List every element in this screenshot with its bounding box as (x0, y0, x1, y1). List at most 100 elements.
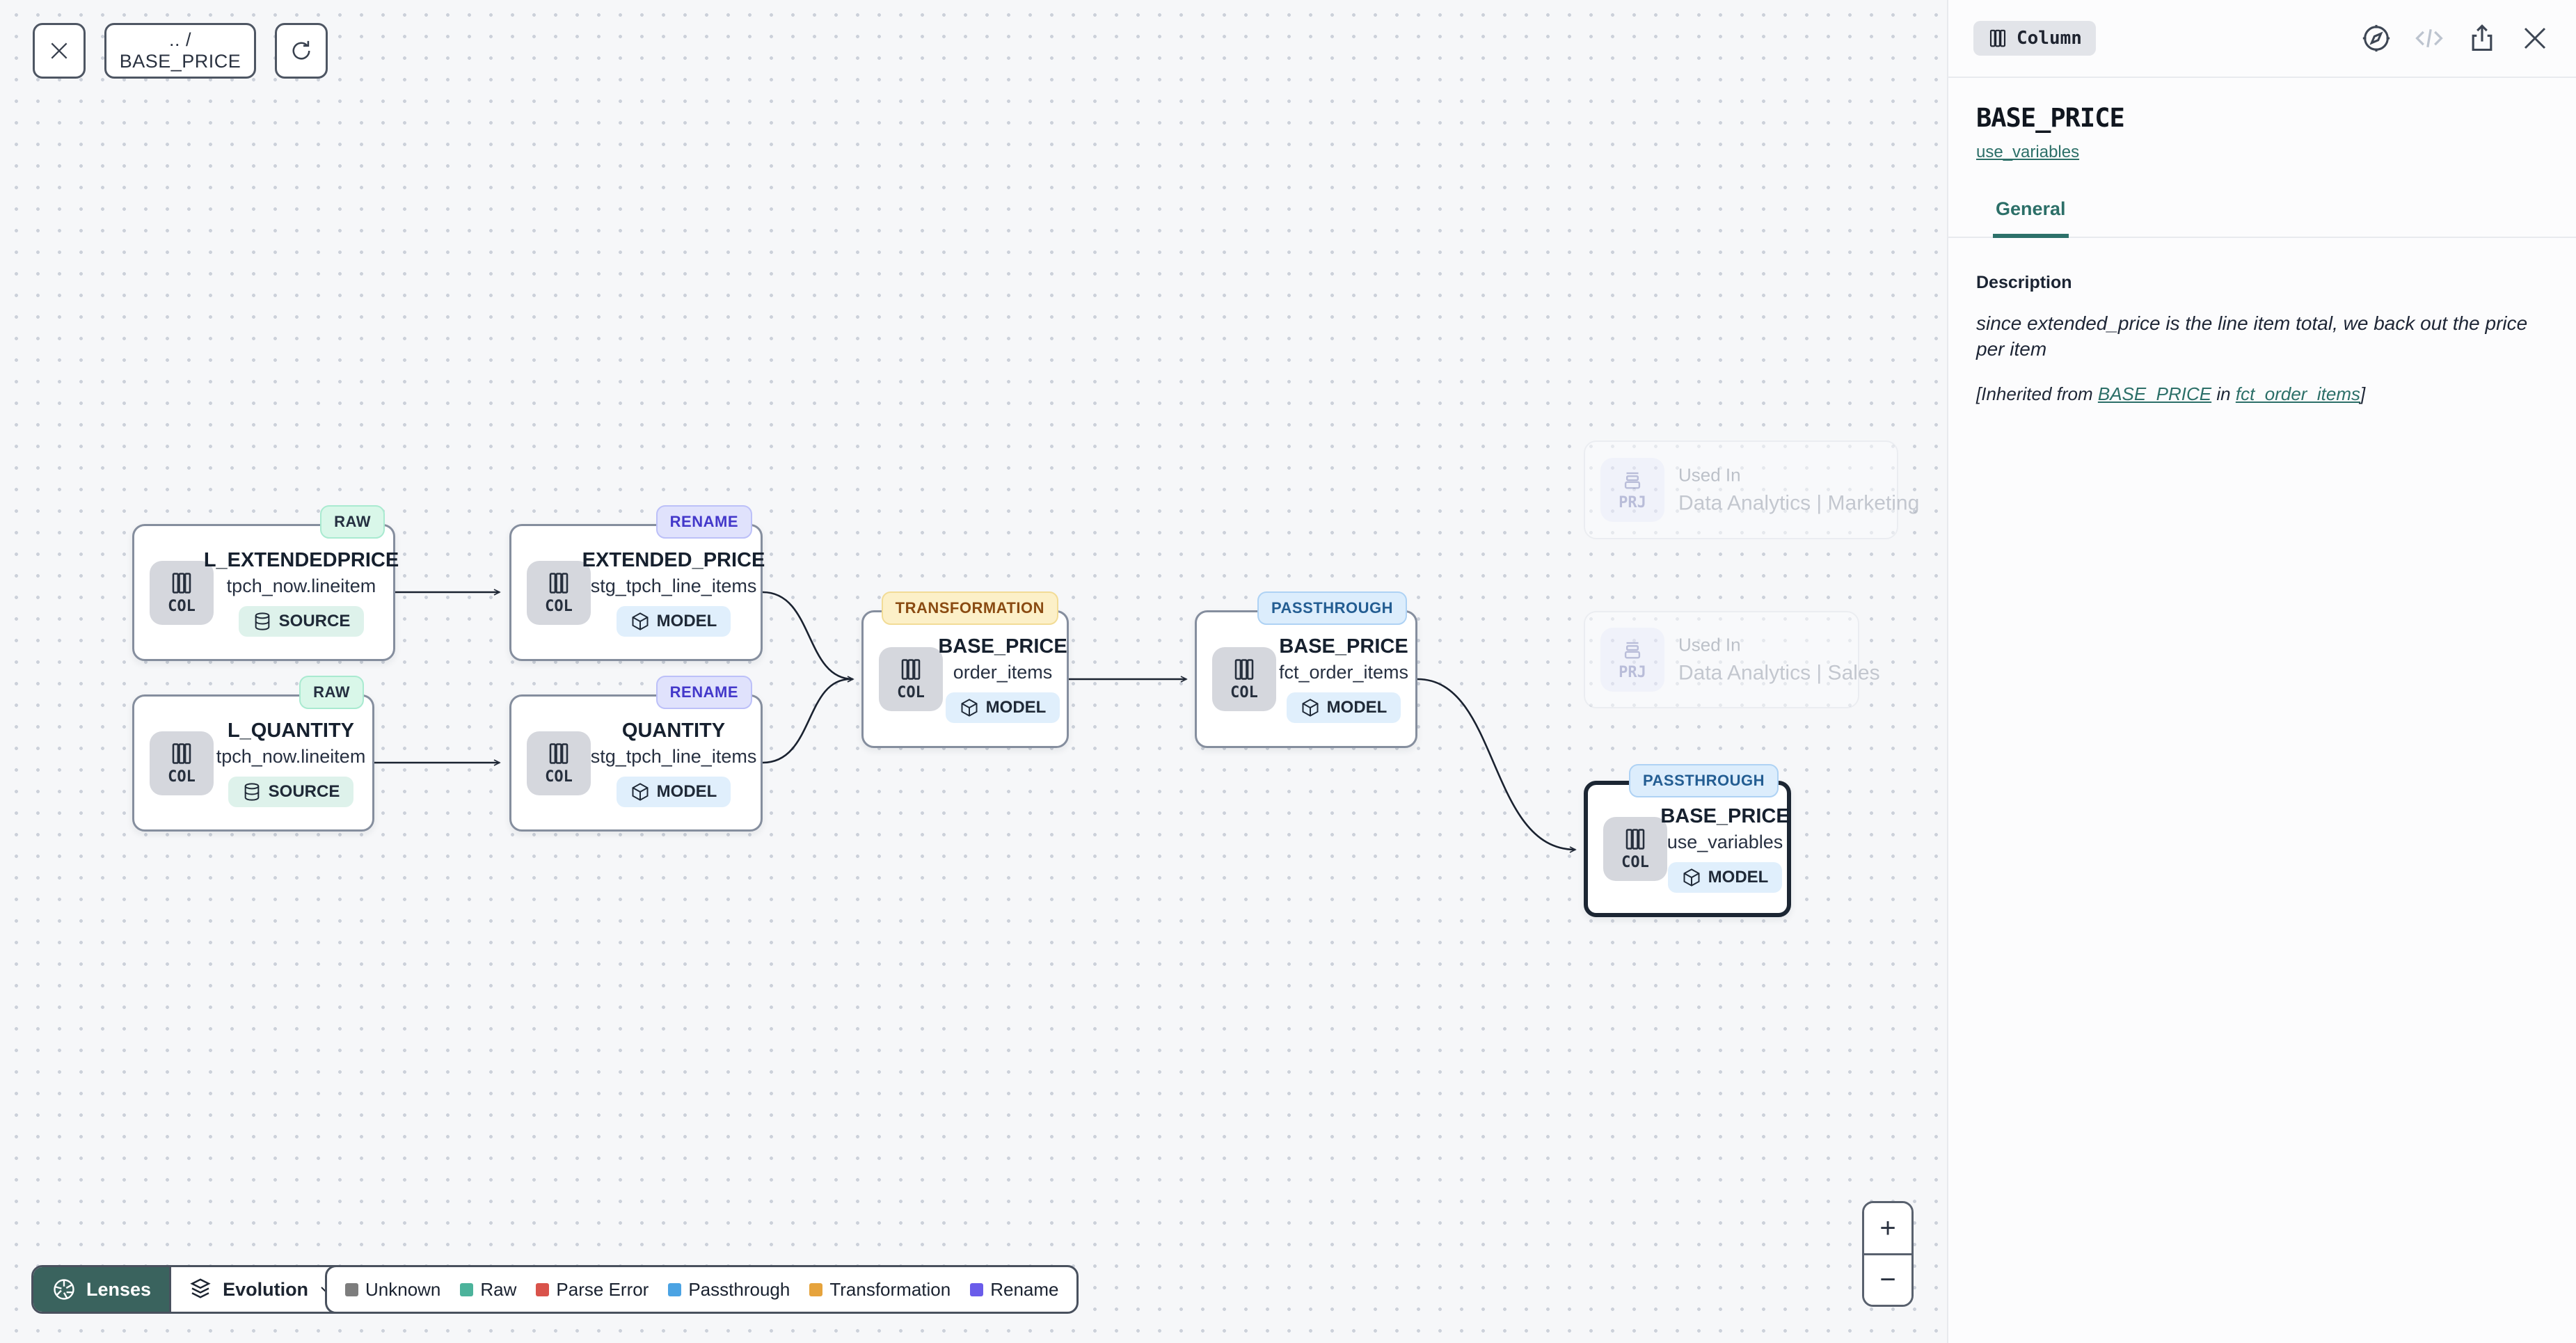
lenses-button[interactable]: Lenses (33, 1267, 169, 1312)
node-title: QUANTITY (622, 720, 725, 742)
lineage-canvas[interactable]: .. / BASE_PRICE RAW COL L_EXTENDEDPRICE … (0, 0, 1947, 1343)
share-icon (2467, 23, 2497, 54)
used-in-body: Used In Data Analytics | Marketing (1678, 465, 1919, 516)
node-subtitle: tpch_now.lineitem (216, 746, 366, 768)
lens-selector-dropdown[interactable]: Evolution (169, 1267, 351, 1312)
columns-icon (169, 571, 194, 596)
database-icon (253, 612, 272, 631)
inherited-prefix: [Inherited from (1976, 383, 2098, 404)
legend-item: Passthrough (668, 1279, 790, 1301)
columns-icon (898, 657, 923, 682)
node-subtitle: stg_tpch_line_items (591, 746, 757, 768)
details-panel: Column BASE_PRICE use_variables General … (1947, 0, 2576, 1343)
node-body: L_QUANTITY tpch_now.lineitem SOURCE (216, 697, 365, 829)
node-body: BASE_PRICE fct_order_items MODEL (1279, 612, 1408, 746)
used-in-project: Data Analytics | Sales (1678, 662, 1880, 685)
lens-compass-button[interactable] (2360, 22, 2392, 54)
project-entity-chip: PRJ (1600, 458, 1664, 522)
columns-icon (546, 571, 571, 596)
lens-selected-label: Evolution (223, 1279, 308, 1301)
used-in-card-marketing[interactable]: PRJ Used In Data Analytics | Marketing (1584, 440, 1898, 539)
node-subtitle: use_variables (1667, 832, 1783, 853)
column-entity-chip: COL (150, 731, 214, 795)
close-lineage-button[interactable] (33, 23, 86, 79)
inherited-suffix: ] (2360, 383, 2365, 404)
column-entity-chip: COL (527, 731, 591, 795)
breadcrumb[interactable]: .. / BASE_PRICE (104, 23, 256, 79)
legend-swatch (668, 1283, 681, 1296)
entity-type-badge: Column (1973, 21, 2096, 56)
node-subtitle: fct_order_items (1279, 662, 1408, 683)
column-entity-chip: COL (879, 647, 943, 711)
node-subtitle: stg_tpch_line_items (591, 575, 757, 597)
details-panel-content: BASE_PRICE use_variables General Descrip… (1948, 103, 2576, 405)
panel-actions (2360, 22, 2551, 54)
breadcrumb-label: .. / BASE_PRICE (106, 29, 254, 72)
lineage-node-base-price-use-variables[interactable]: PASSTHROUGH COL BASE_PRICE use_variables… (1584, 781, 1791, 917)
database-icon (242, 782, 262, 802)
close-panel-button[interactable] (2519, 22, 2551, 54)
asset-type-label: MODEL (657, 612, 717, 631)
legend-label: Passthrough (688, 1279, 790, 1301)
column-entity-chip: COL (1212, 647, 1276, 711)
used-in-label: Used In (1678, 465, 1919, 486)
lineage-node-base-price-fct-order-items[interactable]: PASSTHROUGH COL BASE_PRICE fct_order_ite… (1195, 610, 1417, 748)
inherited-column-link[interactable]: BASE_PRICE (2098, 383, 2211, 404)
lineage-edge (1417, 679, 1575, 850)
node-body: BASE_PRICE order_items MODEL (946, 612, 1060, 746)
lineage-node-l-quantity[interactable]: RAW COL L_QUANTITY tpch_now.lineitem SOU… (132, 694, 374, 832)
legend-item: Rename (970, 1279, 1058, 1301)
used-in-label: Used In (1678, 635, 1880, 656)
zoom-out-button[interactable]: − (1864, 1255, 1911, 1305)
legend-swatch (460, 1283, 473, 1296)
node-title: L_EXTENDEDPRICE (204, 549, 399, 572)
lineage-node-base-price-order-items[interactable]: TRANSFORMATION COL BASE_PRICE order_item… (861, 610, 1069, 748)
entity-chip-label: COL (168, 598, 196, 615)
entity-chip-label: COL (545, 768, 573, 786)
zoom-in-button[interactable]: + (1864, 1203, 1911, 1253)
asset-type-label: SOURCE (279, 612, 351, 631)
node-subtitle: order_items (953, 662, 1053, 683)
lineage-node-l-extendedprice[interactable]: RAW COL L_EXTENDEDPRICE tpch_now.lineite… (132, 524, 395, 661)
parent-model-link[interactable]: use_variables (1976, 143, 2079, 162)
lineage-edge (763, 592, 853, 679)
asset-type-chip: SOURCE (239, 606, 365, 637)
layers-icon (188, 1277, 213, 1302)
inherited-middle: in (2211, 383, 2236, 404)
view-code-button[interactable] (2413, 22, 2445, 54)
share-button[interactable] (2466, 22, 2498, 54)
column-title: BASE_PRICE (1976, 103, 2548, 133)
lens-legend: Unknown Raw Parse Error Passthrough Tran… (325, 1265, 1079, 1314)
entity-chip-label: COL (1230, 684, 1258, 701)
details-panel-header: Column (1948, 0, 2576, 78)
zoom-control: + − (1862, 1201, 1914, 1307)
refresh-button[interactable] (275, 23, 328, 79)
asset-type-label: MODEL (1327, 698, 1388, 717)
columns-icon (169, 741, 194, 766)
cube-icon (1682, 868, 1701, 887)
panel-tabs: General (1948, 198, 2576, 238)
columns-icon (546, 741, 571, 766)
node-title: BASE_PRICE (1279, 635, 1408, 658)
node-title: BASE_PRICE (1660, 805, 1789, 828)
used-in-project: Data Analytics | Marketing (1678, 492, 1919, 516)
legend-swatch (970, 1283, 983, 1296)
asset-type-label: MODEL (1708, 868, 1769, 887)
entity-type-label: Column (2017, 28, 2082, 49)
node-title: L_QUANTITY (228, 720, 354, 742)
node-body: EXTENDED_PRICE stg_tpch_line_items MODEL (594, 526, 754, 659)
lineage-node-quantity[interactable]: RENAME COL QUANTITY stg_tpch_line_items … (509, 694, 763, 832)
node-title: BASE_PRICE (938, 635, 1067, 658)
column-entity-chip: COL (527, 561, 591, 625)
asset-type-chip: MODEL (946, 692, 1060, 723)
entity-chip-label: PRJ (1619, 494, 1646, 511)
lineage-edge (763, 679, 850, 763)
inherited-note: [Inherited from BASE_PRICE in fct_order_… (1976, 383, 2548, 405)
lineage-node-extended-price[interactable]: RENAME COL EXTENDED_PRICE stg_tpch_line_… (509, 524, 763, 661)
tab-general[interactable]: General (1993, 198, 2069, 238)
legend-item: Transformation (809, 1279, 951, 1301)
lenses-label: Lenses (86, 1279, 151, 1301)
code-icon (2414, 23, 2444, 54)
used-in-card-sales[interactable]: PRJ Used In Data Analytics | Sales (1584, 611, 1859, 708)
inherited-model-link[interactable]: fct_order_items (2236, 383, 2360, 404)
